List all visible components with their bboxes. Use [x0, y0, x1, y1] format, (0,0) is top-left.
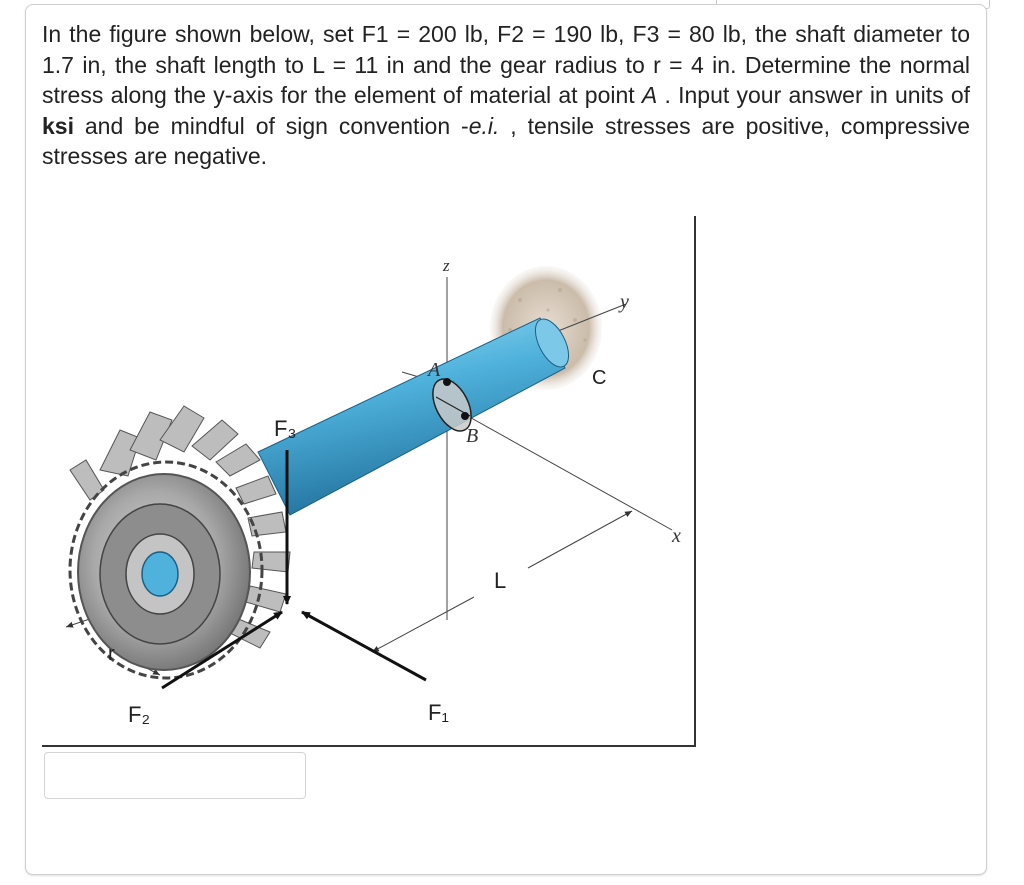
label-x: x — [671, 525, 681, 547]
force-F2-arrow — [161, 610, 283, 690]
question-unit: ksi — [42, 112, 74, 139]
gear-teeth — [69, 405, 291, 649]
label-y: y — [618, 291, 629, 313]
point-A-marker — [443, 378, 451, 386]
label-F3: F₃ — [274, 416, 296, 441]
point-B-marker — [461, 412, 469, 420]
question-part-2: . Input your answer in units of — [657, 82, 971, 108]
question-point: A — [641, 82, 658, 108]
gear — [68, 405, 291, 680]
label-z: z — [442, 256, 450, 275]
label-B: B — [466, 425, 478, 447]
label-C: C — [592, 367, 606, 389]
shaft — [257, 317, 570, 516]
label-L: L — [494, 568, 506, 593]
question-ei: e.i. — [468, 112, 500, 139]
dimension-L — [371, 510, 633, 653]
question-part-3: and be mindful of sign convention - — [73, 112, 469, 139]
label-F1: F₁ — [428, 700, 449, 725]
label-F2: F₂ — [128, 702, 150, 727]
gear-outline — [68, 460, 264, 680]
force-F1-arrow — [301, 610, 427, 682]
axis-lines — [401, 277, 673, 620]
force-arrows — [161, 450, 427, 690]
gear-shaft-end — [141, 551, 179, 597]
question-text: In the figure shown below, set F1 = 200 … — [42, 19, 970, 172]
label-A: A — [426, 359, 441, 381]
answer-input[interactable] — [44, 752, 306, 799]
question-part-1: In the figure shown below, set F1 = 200 … — [42, 21, 970, 108]
figure-frame — [42, 216, 696, 747]
label-r: r — [108, 643, 115, 665]
question-part-4: , tensile stresses are positive, compres… — [42, 112, 970, 170]
